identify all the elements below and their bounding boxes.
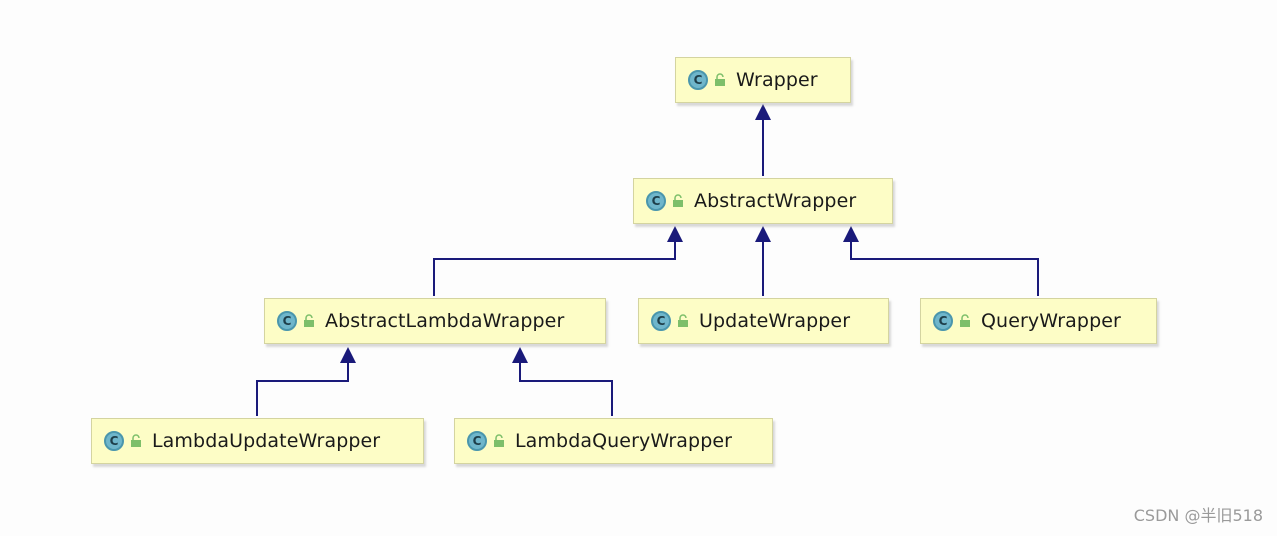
arrowhead-wrapper bbox=[755, 104, 771, 120]
class-name: Wrapper bbox=[736, 69, 818, 91]
arrowhead-abstractwrapper-left bbox=[667, 226, 683, 242]
class-name: AbstractLambdaWrapper bbox=[325, 310, 565, 332]
class-node-wrapper[interactable]: C Wrapper bbox=[675, 57, 851, 103]
class-icon: C bbox=[646, 191, 666, 211]
class-icon: C bbox=[933, 311, 953, 331]
arrowhead-abstractwrapper-center bbox=[755, 226, 771, 242]
lock-icon bbox=[715, 73, 725, 86]
class-icon: C bbox=[688, 70, 708, 90]
watermark: CSDN @半旧518 bbox=[1133, 506, 1263, 525]
class-node-lambda-update-wrapper[interactable]: C LambdaUpdateWrapper bbox=[91, 418, 424, 464]
class-node-query-wrapper[interactable]: C QueryWrapper bbox=[920, 298, 1157, 344]
lock-icon bbox=[494, 434, 504, 447]
class-name: AbstractWrapper bbox=[694, 190, 857, 212]
edge-abstractlambdawrapper-to-abstractwrapper bbox=[433, 240, 676, 296]
class-icon: C bbox=[651, 311, 671, 331]
class-node-lambda-query-wrapper[interactable]: C LambdaQueryWrapper bbox=[454, 418, 773, 464]
edge-lambdaupdatewrapper-to-abstractlambdawrapper bbox=[256, 361, 349, 416]
class-name: LambdaUpdateWrapper bbox=[152, 430, 381, 452]
arrowhead-abstractlambdawrapper-right bbox=[512, 347, 528, 363]
class-icon: C bbox=[277, 311, 297, 331]
lock-icon bbox=[673, 194, 683, 207]
arrowhead-abstractlambdawrapper-left bbox=[340, 347, 356, 363]
arrowhead-abstractwrapper-right bbox=[843, 226, 859, 242]
class-name: QueryWrapper bbox=[981, 310, 1121, 332]
class-name: LambdaQueryWrapper bbox=[515, 430, 733, 452]
lock-icon bbox=[304, 314, 314, 327]
class-icon: C bbox=[467, 431, 487, 451]
class-icon: C bbox=[104, 431, 124, 451]
edge-lambdaquerywrapper-to-abstractlambdawrapper bbox=[519, 361, 613, 416]
lock-icon bbox=[131, 434, 141, 447]
class-name: UpdateWrapper bbox=[699, 310, 851, 332]
edge-querywrapper-to-abstractwrapper bbox=[850, 240, 1039, 296]
class-node-update-wrapper[interactable]: C UpdateWrapper bbox=[638, 298, 889, 344]
lock-icon bbox=[960, 314, 970, 327]
lock-icon bbox=[678, 314, 688, 327]
class-node-abstract-lambda-wrapper[interactable]: C AbstractLambdaWrapper bbox=[264, 298, 606, 344]
class-node-abstract-wrapper[interactable]: C AbstractWrapper bbox=[633, 178, 893, 224]
